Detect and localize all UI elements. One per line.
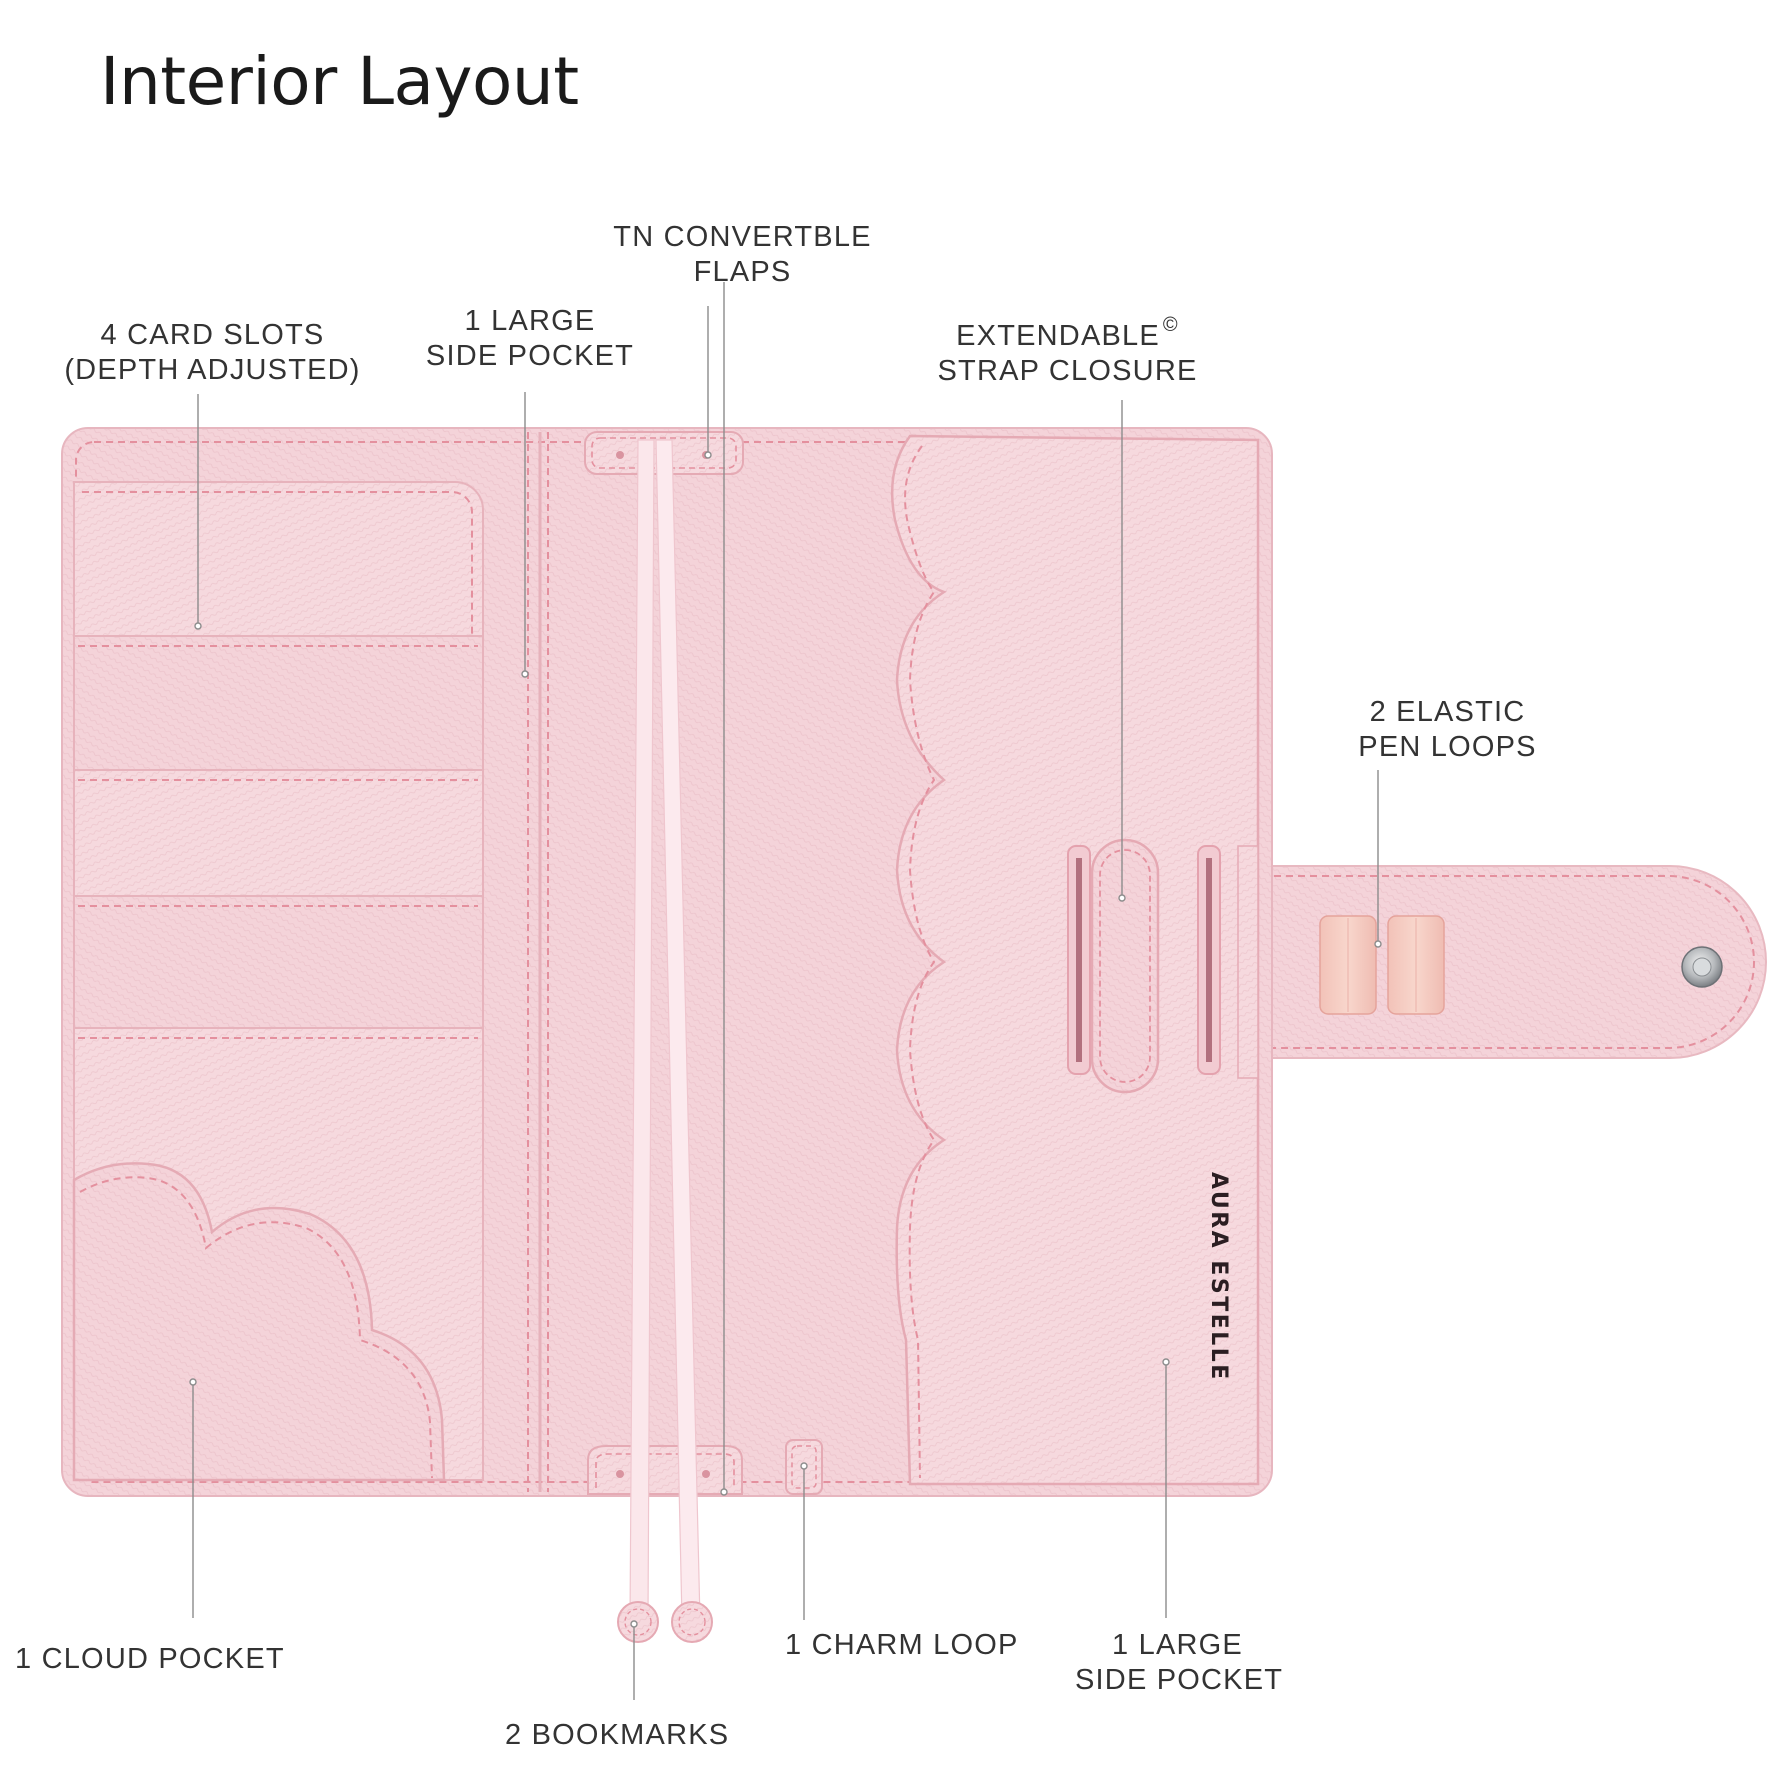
callout-pen-loops: 2 ELASTIC PEN LOOPS [1355,695,1540,765]
callout-side-pocket-right: 1 LARGE SIDE POCKET [1075,1628,1284,1698]
pen-loop-2 [1387,915,1445,1015]
page-title: Interior Layout [100,43,579,120]
callout-side-pocket-right-line2: SIDE POCKET [1075,1664,1284,1696]
callout-strap-closure-line2: STRAP CLOSURE [937,355,1198,387]
callout-cloud-pocket-line1: 1 CLOUD POCKET [15,1643,285,1675]
callout-pen-loops-line1: 2 ELASTIC [1369,696,1526,728]
callout-strap-closure-line1-wrap: EXTENDABLE© [935,308,1200,354]
callout-card-slots: 4 CARD SLOTS (DEPTH ADJUSTED) [60,318,365,388]
callout-strap-closure: EXTENDABLE© STRAP CLOSURE [935,308,1200,389]
strap-slot-right [1197,845,1221,1075]
snap-button [1681,946,1723,988]
leader-lines [189,282,1382,1700]
cloud-pocket [72,1162,446,1482]
tn-flap-bottom [587,1445,743,1495]
callout-bookmarks-line1: 2 BOOKMARKS [505,1719,730,1751]
callout-tn-flaps-line2: FLAPS [693,256,792,288]
callout-tn-flaps: TN CONVERTBLE FLAPS [610,220,875,290]
bookmarks [617,439,713,1643]
callout-strap-closure-line1: EXTENDABLE [956,320,1160,352]
callout-tn-flaps-line1: TN CONVERTBLE [613,221,872,253]
callout-card-slots-line2: (DEPTH ADJUSTED) [64,354,361,386]
copyright-mark: © [1162,314,1179,336]
pen-loop-1 [1319,915,1377,1015]
strap-tab [1254,865,1767,1059]
callout-cloud-pocket: 1 CLOUD POCKET [15,1642,285,1677]
callout-card-slots-line1: 4 CARD SLOTS [100,319,325,351]
callout-bookmarks: 2 BOOKMARKS [505,1718,735,1753]
callout-charm-loop-line1: 1 CHARM LOOP [785,1629,1019,1661]
bookmark-1 [617,439,659,1643]
spine [527,432,549,1492]
strap-tab-edge [1237,845,1259,1079]
callout-side-pocket-right-line1: 1 LARGE [1112,1629,1243,1661]
callout-pen-loops-line2: PEN LOOPS [1358,731,1537,763]
callout-side-pocket-left: 1 LARGE SIDE POCKET [425,304,635,374]
callout-side-pocket-left-line2: SIDE POCKET [425,340,635,372]
strap-slot-left [1067,845,1091,1075]
callout-side-pocket-left-line1: 1 LARGE [464,305,596,337]
extendable-strap [1090,838,1160,1094]
brand-mark: AURA ESTELLE [1206,1172,1231,1382]
callout-charm-loop: 1 CHARM LOOP [785,1628,1019,1663]
pen-loops [1319,915,1445,1015]
bookmark-2 [655,439,713,1643]
strap-closure [1067,838,1259,1094]
